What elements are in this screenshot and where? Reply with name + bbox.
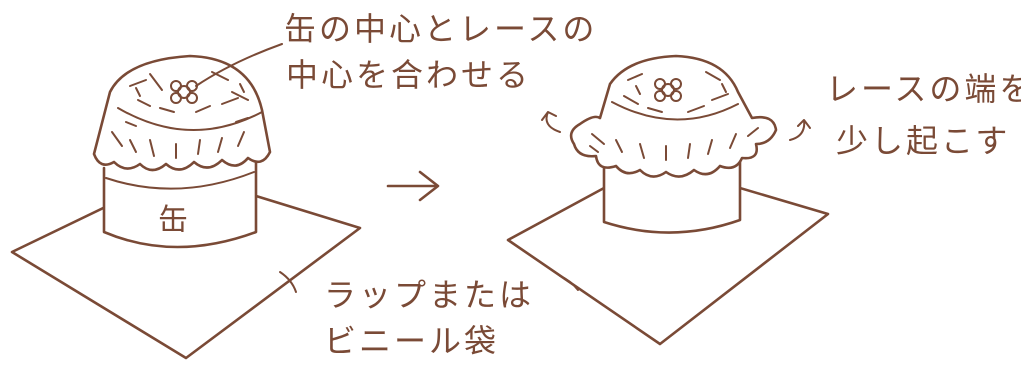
lift-edges-line2: 少し起こす bbox=[836, 122, 1010, 160]
lace-center-flower-right bbox=[654, 78, 682, 102]
leader-line-wrap-left bbox=[279, 271, 297, 293]
center-align-line2: 中心を合わせる bbox=[286, 56, 531, 94]
lace-right bbox=[569, 54, 778, 178]
curl-arrow-icon bbox=[789, 119, 811, 141]
arrow-right-icon bbox=[386, 170, 440, 202]
right-illustration bbox=[506, 54, 830, 346]
center-align-line1: 缶の中心とレースの bbox=[284, 10, 597, 48]
wrap-line2: ビニール袋 bbox=[324, 322, 499, 360]
lace-left bbox=[92, 54, 272, 172]
curl-arrow-icon bbox=[541, 111, 561, 133]
can-label: 缶 bbox=[158, 203, 188, 238]
wrap-line1: ラップまたは bbox=[324, 276, 534, 314]
leader-line-center bbox=[195, 43, 283, 87]
left-illustration: 缶 bbox=[10, 43, 362, 360]
lift-edges-line1: レースの端を bbox=[826, 70, 1021, 108]
can-right bbox=[602, 158, 742, 234]
leader-line-wrap-right bbox=[559, 275, 579, 291]
can-left bbox=[102, 158, 258, 249]
